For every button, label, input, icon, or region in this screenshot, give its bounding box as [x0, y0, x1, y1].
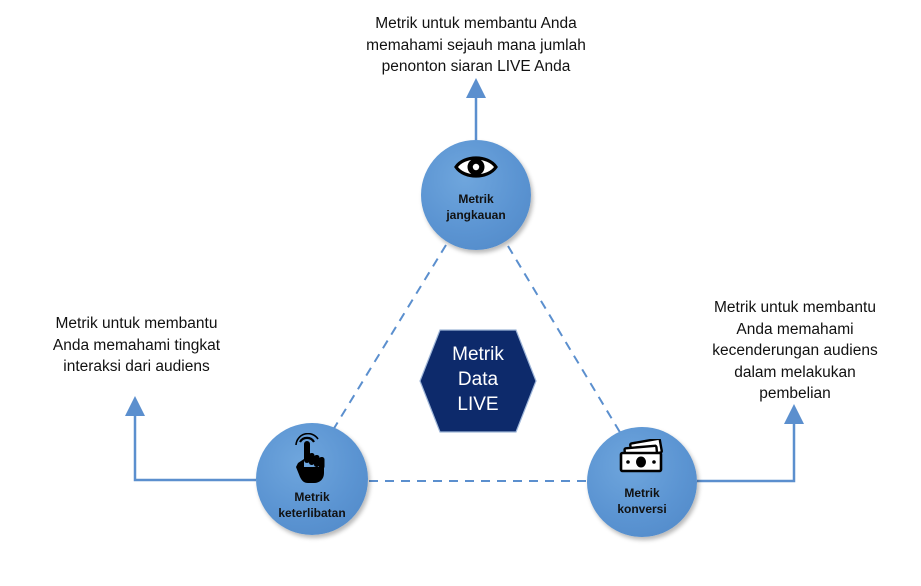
money-bills-icon [619, 437, 665, 478]
engagement-label: Metrik keterlibatan [278, 490, 346, 520]
reach-label: Metrik jangkauan [446, 192, 506, 222]
center-hexagon: Metrik Data LIVE [418, 328, 538, 434]
engagement-node: Metrik keterlibatan [256, 423, 368, 535]
conversion-node: Metrik konversi [587, 427, 697, 537]
reach-node: Metrik jangkauan [421, 140, 531, 250]
reach-description: Metrik untuk membantu Anda memahami seja… [366, 15, 586, 75]
arrow-engagement-elbow [125, 396, 256, 482]
center-title: Metrik Data LIVE [452, 344, 504, 415]
eye-icon [454, 152, 498, 187]
dashed-edge-reach-conversion [507, 245, 622, 435]
engagement-description: Metrik untuk membantu Anda memahami ting… [52, 315, 221, 375]
conversion-description: Metrik untuk membantu Anda memahami kece… [712, 299, 878, 402]
dashed-edge-reach-engagement [332, 244, 447, 431]
conversion-label: Metrik konversi [617, 486, 667, 516]
hexagon-shape [419, 329, 537, 433]
tap-hand-icon [294, 432, 330, 490]
arrow-conversion-elbow [697, 404, 804, 483]
